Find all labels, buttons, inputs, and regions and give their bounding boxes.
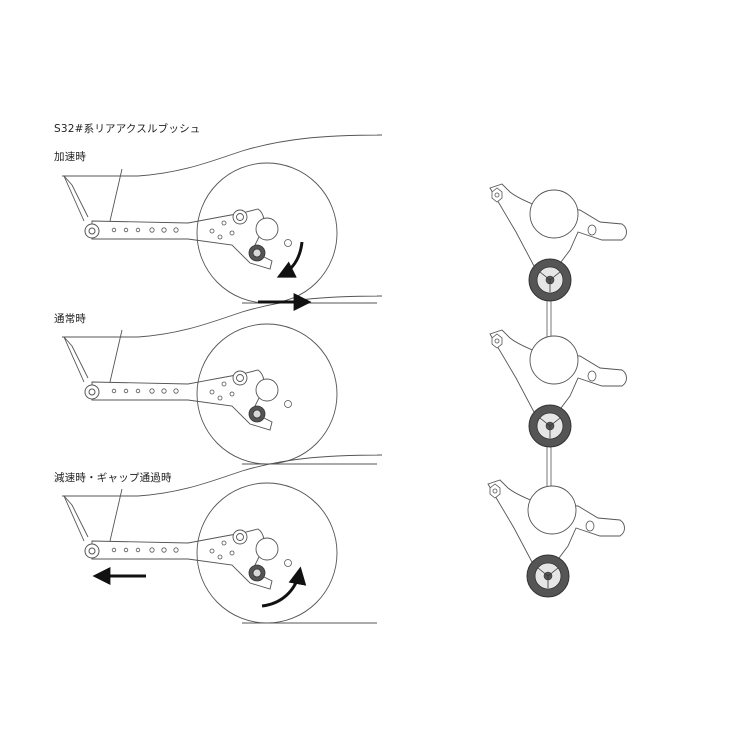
bushing-detail-acceleration: [489, 183, 627, 302]
rotation-arrow-deceleration: [261, 566, 307, 608]
bushing-detail-normal: [489, 329, 627, 448]
state-label-acceleration: 加速時: [54, 151, 87, 163]
diagram-title: S32#系リアアクスルブッシュ: [54, 123, 201, 135]
state-label-deceleration: 減速時・ギャップ通過時: [54, 472, 172, 484]
bushing-detail-deceleration: [487, 479, 625, 598]
arm-view-normal: [61, 295, 383, 465]
state-label-normal: 通常時: [54, 313, 87, 325]
arm-view-acceleration: [61, 134, 383, 304]
rotation-arrow-acceleration: [276, 241, 304, 278]
